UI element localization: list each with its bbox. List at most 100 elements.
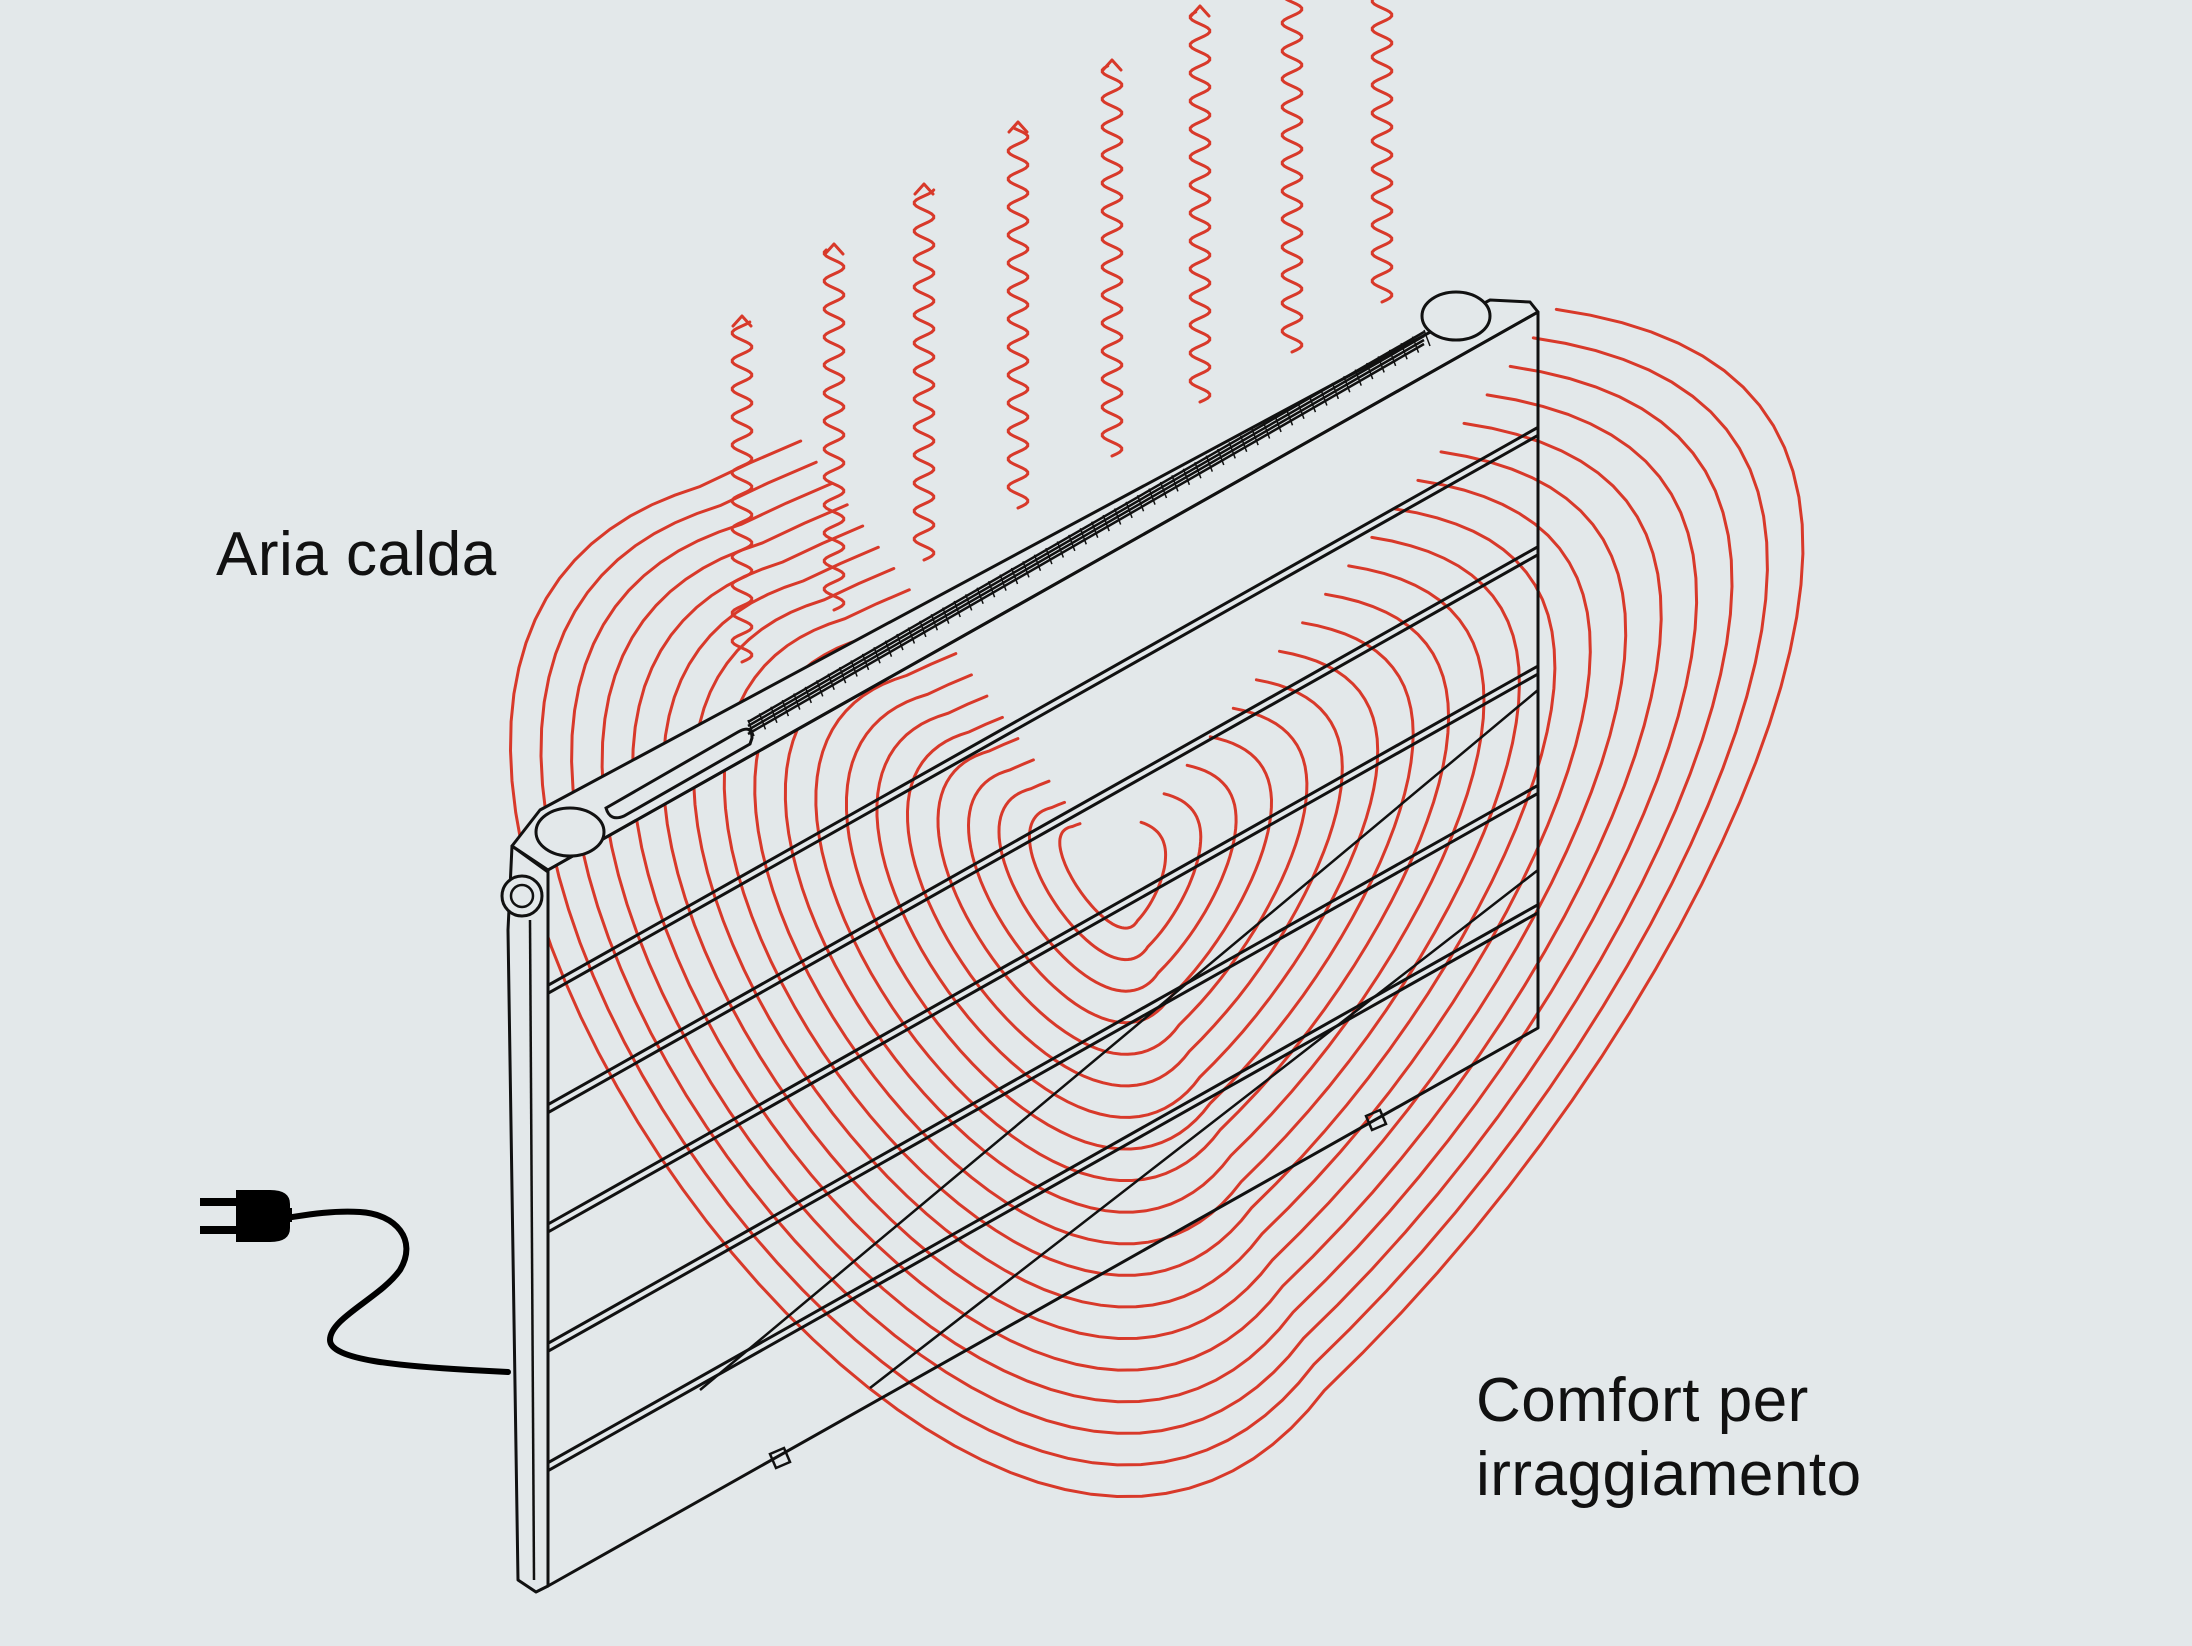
vent-fin	[1285, 409, 1294, 426]
vent-fin	[1343, 376, 1351, 393]
arrow-head	[731, 314, 753, 328]
contour-wave-icon	[600, 393, 1699, 1404]
power-plug-icon	[200, 1190, 511, 1375]
vent-fin	[1148, 488, 1156, 505]
contour-wave-icon	[1027, 792, 1203, 962]
contour-wave-icon	[997, 763, 1238, 993]
arrow-head	[913, 182, 935, 196]
vent-fin	[907, 627, 916, 644]
wavy-arrow-icon	[912, 188, 936, 562]
contour-wave-icon	[631, 421, 1663, 1372]
plug-pin	[200, 1198, 238, 1206]
vent-fin	[1102, 514, 1110, 532]
contour-wave-icon	[508, 307, 1805, 1499]
vent-fin	[793, 693, 801, 710]
vent-fin	[1423, 329, 1431, 347]
contour-wave-icon	[753, 535, 1521, 1246]
panel-line	[869, 869, 1539, 1389]
vent-fin	[816, 680, 824, 697]
plug-body	[236, 1190, 290, 1242]
arrow-head	[1189, 4, 1211, 18]
end-cap-left	[534, 806, 606, 858]
wavy-arrow-icon	[1370, 0, 1394, 304]
vent-fin	[781, 699, 790, 717]
vent-fin	[1354, 369, 1362, 386]
wavy-arrow-icon	[1188, 10, 1212, 404]
vent-fin	[804, 686, 812, 704]
radiant-heat-contours	[508, 307, 1805, 1499]
radiant-comfort-label-line1: Comfort per	[1476, 1366, 1809, 1435]
vent-fin	[1182, 468, 1191, 486]
vent-fin	[1320, 389, 1328, 406]
top-vent-grille	[747, 329, 1431, 737]
vent-fin	[850, 660, 858, 677]
vent-fin	[861, 653, 870, 671]
vent-fin	[953, 600, 961, 618]
contour-wave-icon	[814, 592, 1451, 1182]
panel-line	[699, 689, 1539, 1391]
vent-fin	[1377, 356, 1385, 373]
vent-fin	[747, 719, 755, 737]
contour-wave-icon	[936, 706, 1309, 1056]
warm-air-arrows	[730, 0, 1394, 664]
panel-seam	[547, 545, 1539, 1106]
vent-fin	[964, 594, 973, 611]
panel-seam	[547, 553, 1539, 1114]
panel-seam	[547, 664, 1539, 1226]
wavy-arrow-icon	[1280, 0, 1304, 354]
vent-fin	[1262, 422, 1271, 439]
vent-fin	[1331, 382, 1340, 400]
vent-fin	[1239, 435, 1248, 453]
vent-fin	[1251, 428, 1259, 446]
wavy-arrow-icon	[730, 320, 754, 664]
vent-fin	[827, 673, 835, 690]
panel-seam	[547, 434, 1539, 995]
wavy-arrow-icon	[1006, 126, 1030, 510]
radiant-comfort-label-line2: irraggiamento	[1476, 1440, 1862, 1510]
vent-fin	[1297, 402, 1305, 419]
vent-fin	[1022, 561, 1030, 578]
contour-wave-icon	[1058, 820, 1168, 930]
vent-fin	[758, 713, 767, 730]
vent-fin	[976, 587, 984, 605]
contour-wave-icon	[783, 564, 1486, 1214]
panel-seam	[547, 426, 1539, 987]
vent-fin	[873, 647, 881, 664]
arrow-head	[1101, 58, 1123, 72]
foot	[768, 1446, 792, 1470]
side-valve-inner	[509, 883, 535, 909]
vent-slot	[747, 342, 1425, 736]
vent-fin	[1091, 521, 1099, 538]
vent-fin	[1217, 448, 1225, 466]
control-display	[604, 727, 754, 820]
arrow-head	[823, 242, 845, 256]
vent-fin	[1205, 455, 1214, 472]
vent-fin	[1079, 528, 1087, 545]
panel-seam	[547, 784, 1539, 1345]
side-valve	[500, 874, 544, 918]
arrow-head	[1007, 120, 1029, 134]
warm-air-label: Aria calda	[216, 520, 497, 589]
end-cap-right	[1420, 290, 1492, 342]
panel-seam	[547, 672, 1539, 1234]
vent-fin	[1411, 336, 1420, 353]
vent-fin	[770, 706, 778, 724]
vent-fin	[1033, 554, 1042, 572]
panel-seam	[547, 792, 1539, 1353]
vent-fin	[1010, 567, 1019, 585]
vent-fin	[919, 620, 927, 638]
power-cord	[283, 1208, 511, 1375]
vent-fin	[987, 580, 996, 598]
vent-fin	[1308, 395, 1317, 413]
vent-fin	[1274, 415, 1282, 433]
wavy-arrow-icon	[822, 248, 846, 612]
vent-fin	[838, 666, 847, 684]
foot	[1364, 1108, 1388, 1132]
radiator-front	[546, 310, 1540, 1588]
vent-fin	[930, 613, 939, 631]
vent-fin	[1068, 534, 1076, 552]
vent-fin	[1113, 508, 1122, 525]
contour-wave-icon	[570, 364, 1734, 1435]
vent-fin	[1228, 442, 1236, 459]
